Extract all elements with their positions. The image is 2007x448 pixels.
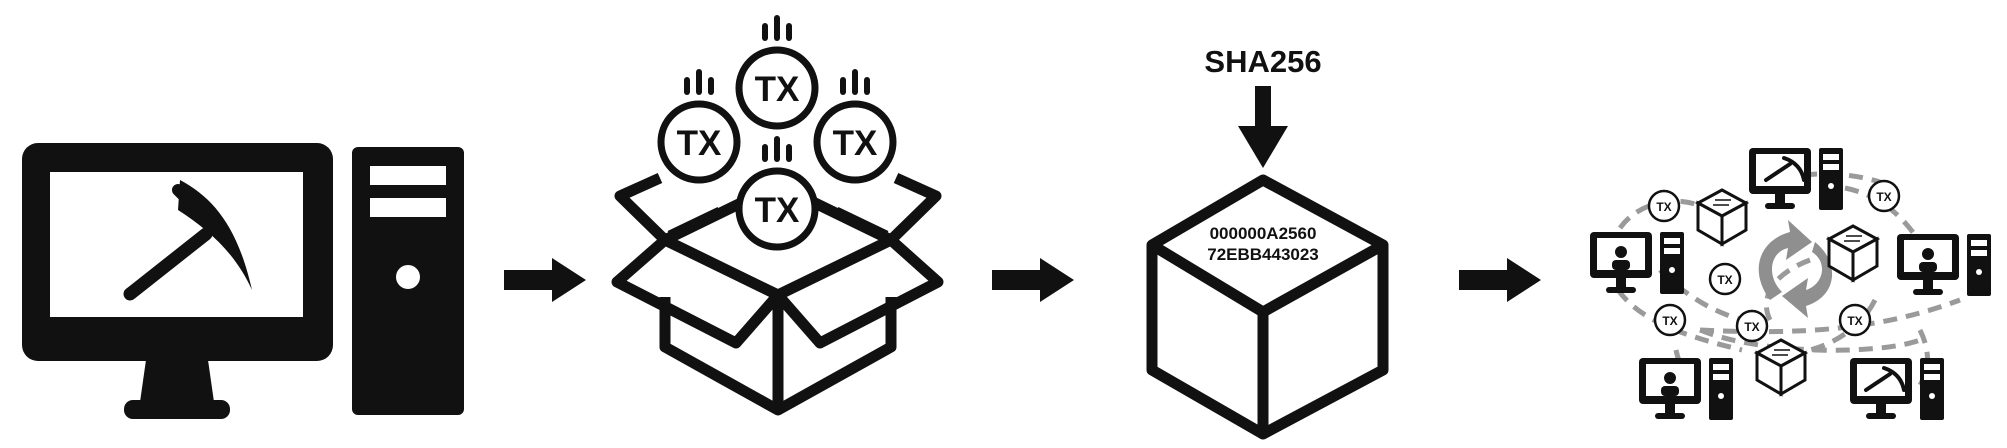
- tx-bubble-label: TX: [1662, 314, 1677, 328]
- network-computer-icon: [1590, 232, 1684, 294]
- network-computer-icon: [1749, 148, 1843, 210]
- tx-bubble-icon: TX: [1653, 303, 1687, 337]
- tx-bubble-label: TX: [1656, 200, 1671, 214]
- tx-bubble-icon: TX: [1838, 303, 1872, 337]
- miner-computer-icon: [22, 143, 464, 419]
- transaction-box-icon: TX TX TX TX: [611, 18, 944, 416]
- tx-coin-icon: TX: [739, 139, 815, 247]
- tx-bubble-label: TX: [1847, 314, 1862, 328]
- tx-coin-label: TX: [677, 124, 722, 163]
- network-diagram: TX TX TX TX TX TX: [1590, 148, 1991, 420]
- network-computer-icon: [1897, 234, 1991, 296]
- hash-block-icon: SHA256 000000A2560 72EBB443023: [1146, 44, 1389, 440]
- arrow-right-icon: [504, 258, 586, 302]
- arrow-down-icon: [1238, 86, 1288, 168]
- pickaxe-icon: [1764, 156, 1906, 392]
- tx-coin-label: TX: [833, 124, 878, 163]
- hash-line-1: 000000A2560: [1210, 224, 1317, 243]
- tx-bubble-icon: TX: [1647, 189, 1681, 223]
- tx-bubble-icon: TX: [1735, 309, 1769, 343]
- tx-coin-icon: TX: [739, 18, 815, 126]
- block-cube-icon: [1827, 224, 1879, 282]
- network-computer-icon: [1850, 358, 1944, 420]
- tx-bubble-label: TX: [1744, 320, 1759, 334]
- tx-coin-icon: TX: [817, 72, 893, 180]
- tx-coin-label: TX: [755, 70, 800, 109]
- block-cube-icon: [1696, 188, 1748, 246]
- hash-algorithm-label: SHA256: [1204, 44, 1321, 79]
- tx-bubble-label: TX: [1717, 273, 1732, 287]
- user-icon: [1612, 246, 1937, 396]
- tx-bubble-icon: TX: [1867, 179, 1901, 213]
- hash-line-2: 72EBB443023: [1207, 245, 1319, 264]
- tx-bubble-icon: TX: [1708, 262, 1742, 296]
- block-cube-icon: [1755, 338, 1807, 396]
- network-computer-icon: [1639, 358, 1733, 420]
- arrow-right-icon: [992, 258, 1074, 302]
- tx-bubble-label: TX: [1876, 190, 1891, 204]
- tx-coin-label: TX: [755, 191, 800, 230]
- sync-icon: [1758, 220, 1833, 318]
- tx-coin-icon: TX: [661, 72, 737, 180]
- pickaxe-icon: [123, 180, 252, 301]
- pc-tower: [352, 147, 464, 415]
- arrow-right-icon: [1459, 258, 1541, 302]
